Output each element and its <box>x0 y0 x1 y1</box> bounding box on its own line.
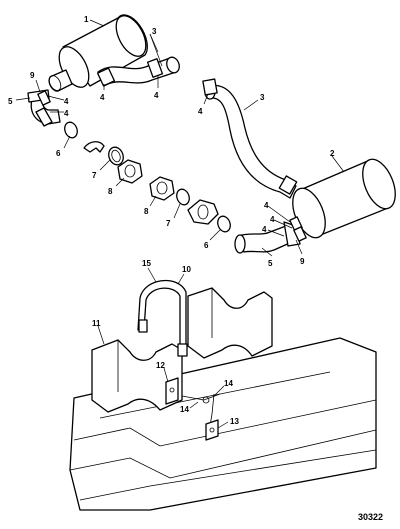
callout-7: 7 <box>92 171 97 180</box>
callout-9: 9 <box>30 71 35 80</box>
flange-7-left <box>83 141 124 166</box>
callout-1: 1 <box>84 15 89 24</box>
callout-4: 4 <box>64 97 69 106</box>
clamp-set-4 <box>37 90 307 242</box>
callout-5: 5 <box>268 259 273 268</box>
exhaust-elbow-5-right <box>234 221 301 254</box>
hex-nut-8-left <box>117 159 143 184</box>
callout-9: 9 <box>300 257 305 266</box>
exhaust-hose-3-long <box>202 78 298 199</box>
leader-lines <box>15 19 345 429</box>
gasket-6-left <box>64 121 78 139</box>
callout-8: 8 <box>108 187 113 196</box>
callout-12: 12 <box>156 361 165 370</box>
callout-3: 3 <box>260 93 265 102</box>
callout-14: 14 <box>224 379 233 388</box>
through-hull-flange <box>187 199 219 225</box>
cradle-block-11 <box>91 287 273 413</box>
callout-4: 4 <box>64 109 69 118</box>
callout-11: 11 <box>92 319 101 328</box>
callout-3: 3 <box>152 27 157 36</box>
hull-section <box>69 337 377 511</box>
muffler-2 <box>292 158 396 239</box>
callout-8: 8 <box>144 207 149 216</box>
callout-4: 4 <box>198 107 203 116</box>
callout-labels: 1 2 3 3 4 4 4 4 4 4 4 4 5 5 6 6 7 7 8 8 … <box>8 15 335 426</box>
hold-down-strap-15 <box>137 279 188 357</box>
callout-6: 6 <box>56 149 61 158</box>
bracket-12 <box>165 377 179 405</box>
callout-2: 2 <box>330 149 335 158</box>
callout-5: 5 <box>8 97 13 106</box>
bracket-13 <box>205 419 219 441</box>
callout-4: 4 <box>264 201 269 210</box>
callout-10: 10 <box>182 265 191 274</box>
callout-7: 7 <box>166 219 171 228</box>
callout-14: 14 <box>180 405 189 414</box>
callout-13: 13 <box>230 417 239 426</box>
hex-nut-8-center <box>149 176 175 201</box>
figure-number: 30322 <box>358 512 383 522</box>
gasket-7-center <box>176 188 190 206</box>
callout-4: 4 <box>262 225 267 234</box>
exhaust-hose-3-upper <box>96 56 180 87</box>
muffler-1 <box>48 14 148 92</box>
callout-6: 6 <box>204 241 209 250</box>
callout-15: 15 <box>142 259 151 268</box>
callout-4: 4 <box>154 91 159 100</box>
callout-4: 4 <box>270 215 275 224</box>
gasket-6-center <box>217 215 231 233</box>
callout-4: 4 <box>100 93 105 102</box>
